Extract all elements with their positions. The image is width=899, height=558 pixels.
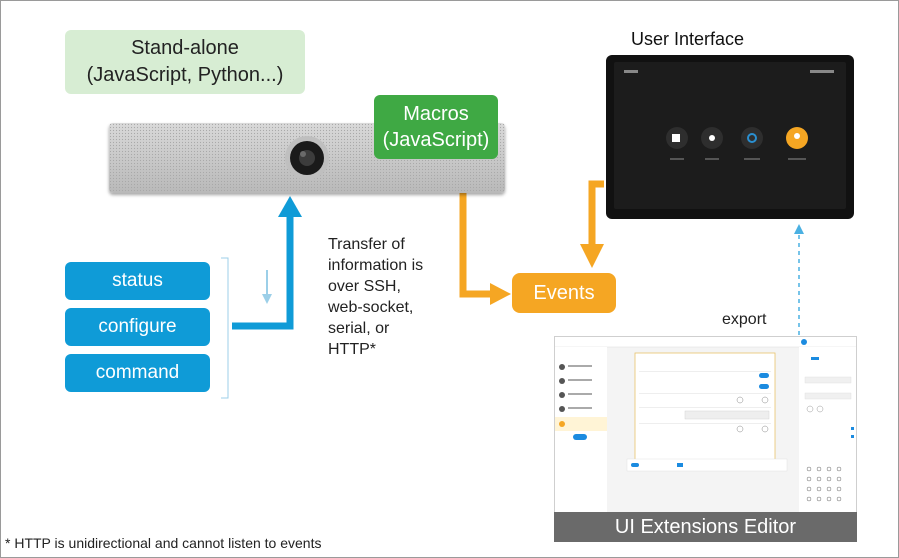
blue-arrow	[232, 215, 294, 330]
macros-box: Macros (JavaScript)	[374, 95, 498, 159]
command-button[interactable]: command	[65, 354, 210, 392]
configure-button[interactable]: configure	[65, 308, 210, 346]
macros-line1: Macros	[403, 103, 469, 125]
user-interface-label: User Interface	[631, 29, 745, 49]
touch-panel-icons	[624, 70, 834, 160]
editor-mock-graphic	[555, 337, 856, 513]
status-button[interactable]: status	[65, 262, 210, 300]
tablet-to-events-arrow	[588, 180, 604, 246]
standalone-line2: (JavaScript, Python...)	[86, 64, 284, 86]
export-label: export	[722, 311, 767, 328]
ui-extensions-editor-screenshot	[554, 336, 857, 514]
events-box: Events	[512, 273, 616, 313]
touch-panel	[606, 55, 854, 219]
touch-panel-screen	[614, 62, 846, 209]
standalone-line1: Stand-alone	[131, 37, 239, 59]
standalone-box: Stand-alone (JavaScript, Python...)	[65, 30, 305, 94]
api-bracket	[221, 257, 229, 399]
macros-line2: (JavaScript)	[382, 129, 490, 151]
ui-extensions-editor-label: UI Extensions Editor	[554, 512, 857, 542]
transfer-text: Transfer of information is over SSH, web…	[328, 236, 424, 358]
footnote: * HTTP is unidirectional and cannot list…	[5, 535, 322, 551]
macros-to-events-arrow	[459, 160, 492, 298]
